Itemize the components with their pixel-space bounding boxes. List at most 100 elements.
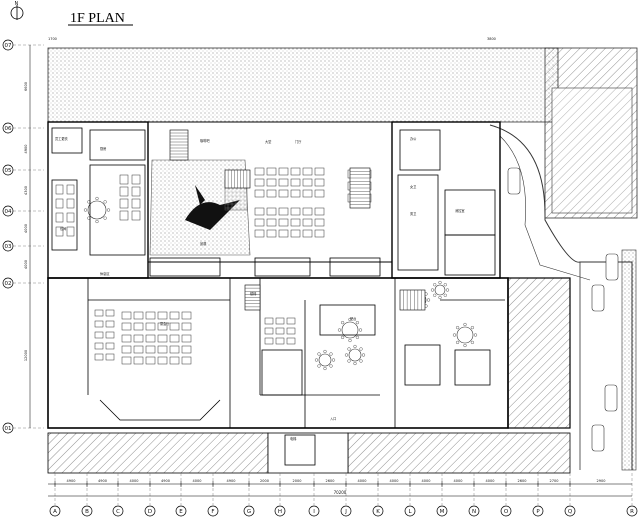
dining-table — [66, 212, 75, 223]
dining-table — [181, 334, 192, 343]
column-bubble-label: K — [376, 509, 380, 515]
room-label: 楼梯 — [250, 291, 257, 296]
overall-dimension: 70200 — [334, 490, 347, 495]
curved-road — [489, 124, 637, 471]
dining-table — [314, 207, 325, 216]
dimension-value: 4900 — [24, 145, 28, 154]
dining-table — [55, 184, 64, 195]
dining-table — [275, 317, 285, 325]
dining-table — [169, 311, 180, 320]
interior-walls — [51, 127, 505, 466]
dining-table — [145, 334, 156, 343]
dining-table — [94, 320, 104, 328]
room-label: 休息区 — [100, 271, 110, 276]
column-bubble-label: I — [313, 509, 315, 515]
dining-table — [169, 345, 180, 354]
row-bubble-06: 06 — [2, 122, 44, 134]
dimension-value: 2000 — [260, 479, 269, 483]
column-bubble-M: M — [436, 473, 448, 517]
dining-table — [157, 311, 168, 320]
dimension-value: 4000 — [24, 260, 28, 269]
dining-table — [302, 229, 313, 238]
dining-table — [133, 322, 144, 331]
dining-table — [286, 337, 296, 345]
dining-table — [66, 184, 75, 195]
dining-table — [254, 189, 265, 198]
dimension-value: 4000 — [193, 479, 202, 483]
dining-table — [275, 337, 285, 345]
dimension-value: 3800 — [487, 37, 496, 41]
round-table — [83, 196, 111, 224]
dining-table — [119, 198, 129, 209]
stair-run — [169, 129, 189, 161]
dining-table — [290, 167, 301, 176]
room-label: 员工更衣 — [55, 136, 69, 141]
dimension-value: 6600 — [24, 82, 28, 91]
dining-table — [278, 229, 289, 238]
dining-table — [275, 327, 285, 335]
dining-table — [121, 345, 132, 354]
dining-table — [302, 207, 313, 216]
dining-table — [145, 322, 156, 331]
dining-table — [145, 311, 156, 320]
dining-table — [290, 218, 301, 227]
dining-table — [121, 311, 132, 320]
column-bubble-label: R — [630, 509, 634, 515]
dimension-value: 4900 — [98, 479, 107, 483]
dining-table — [131, 174, 141, 185]
north-label: N — [15, 1, 19, 7]
dimension-value: 4000 — [358, 479, 367, 483]
dining-table — [266, 207, 277, 216]
dining-table — [264, 327, 274, 335]
column-bubble-H: H — [274, 473, 286, 517]
dining-table — [278, 207, 289, 216]
row-bubble-05: 05 — [2, 164, 44, 176]
dimension-value: 4000 — [454, 479, 463, 483]
room-label: 消控室 — [455, 208, 465, 213]
dining-table — [264, 317, 274, 325]
room-label: 女卫 — [410, 184, 417, 189]
dining-table — [55, 226, 64, 237]
column-bubble-N: N — [468, 473, 480, 517]
dimension-value: 4900 — [67, 479, 76, 483]
dining-table — [290, 178, 301, 187]
column-bubble-G: G — [243, 473, 255, 517]
dining-table — [131, 186, 141, 197]
column-bubble-K: K — [372, 473, 384, 517]
dining-table — [278, 218, 289, 227]
row-bubble-07: 07 — [2, 39, 44, 51]
dining-table — [314, 189, 325, 198]
column-bubble-label: M — [440, 509, 445, 515]
dining-table — [169, 334, 180, 343]
landscape-band — [47, 47, 638, 219]
dining-table — [66, 226, 75, 237]
dining-table — [302, 178, 313, 187]
dining-table — [266, 178, 277, 187]
canopy-strip — [47, 432, 571, 474]
column-bubble-R: R — [626, 473, 638, 517]
dining-table — [286, 317, 296, 325]
column-bubble-label: C — [116, 509, 120, 515]
room-label: 办公 — [410, 136, 417, 141]
row-bubble-04: 04 — [2, 205, 44, 217]
row-bubble-label: 01 — [5, 426, 12, 432]
dining-table — [314, 229, 325, 238]
column-bubble-label: D — [148, 509, 152, 515]
column-bubble-J: J — [340, 473, 352, 517]
row-bubble-01: 01 — [2, 422, 44, 434]
dining-table — [302, 167, 313, 176]
dining-table — [105, 353, 115, 361]
dining-table — [133, 311, 144, 320]
dining-table — [181, 311, 192, 320]
dimension-value: 4900 — [227, 479, 236, 483]
dining-table — [131, 198, 141, 209]
dining-table — [105, 342, 115, 350]
dining-table — [302, 189, 313, 198]
parked-cars — [507, 167, 619, 452]
column-bubble-E: E — [175, 473, 187, 517]
dimension-value: 4000 — [24, 224, 28, 233]
dining-table — [290, 229, 301, 238]
dining-table — [121, 322, 132, 331]
